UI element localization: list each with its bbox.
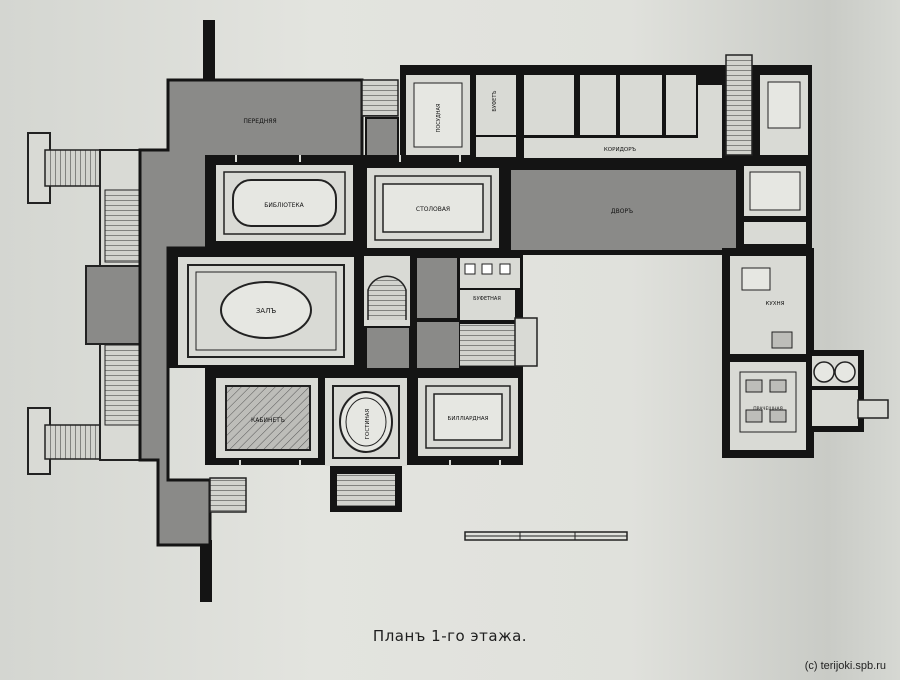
label-vestibule: ПЕРЕДНЯЯ	[243, 118, 276, 125]
label-drawing: ГОСТИНАЯ	[365, 408, 371, 439]
copyright-credit: (c) terijoki.spb.ru	[804, 660, 886, 672]
label-pantry: БУФЕТНАЯ	[473, 296, 501, 302]
label-corridor: КОРИДОРЪ	[604, 147, 637, 153]
wall-fragment-bottom	[200, 540, 212, 602]
wall-ticks	[235, 155, 501, 466]
plan-caption: Планъ 1-го этажа.	[372, 627, 528, 645]
room-dining	[367, 168, 499, 248]
spiral-staircase	[364, 256, 410, 368]
room-cabinet	[216, 378, 318, 458]
room-drawing	[325, 378, 407, 466]
label-hall: ЗАЛЪ	[256, 307, 277, 315]
label-dishes: ПОСУДНАЯ	[436, 104, 442, 133]
scale-bar	[464, 531, 628, 541]
label-billiard: БИЛЛІАРДНАЯ	[448, 416, 489, 422]
label-cabinet: КАБИНЕТЪ	[251, 417, 285, 424]
label-buffet: БУФЕТЪ	[492, 90, 498, 111]
label-dining: СТОЛОВАЯ	[416, 206, 450, 213]
room-library	[216, 165, 353, 241]
room-billiard	[418, 378, 518, 456]
label-library: БИБЛІОТЕКА	[264, 202, 304, 209]
room-hall	[178, 257, 354, 365]
wall-fragment-top	[203, 20, 215, 80]
label-yard: ДВОРЪ	[611, 208, 633, 215]
label-laundry: ПРАЧЕШНАЯ	[753, 406, 783, 412]
west-terrace	[27, 132, 147, 475]
label-kitchen: КУХНЯ	[766, 301, 785, 307]
